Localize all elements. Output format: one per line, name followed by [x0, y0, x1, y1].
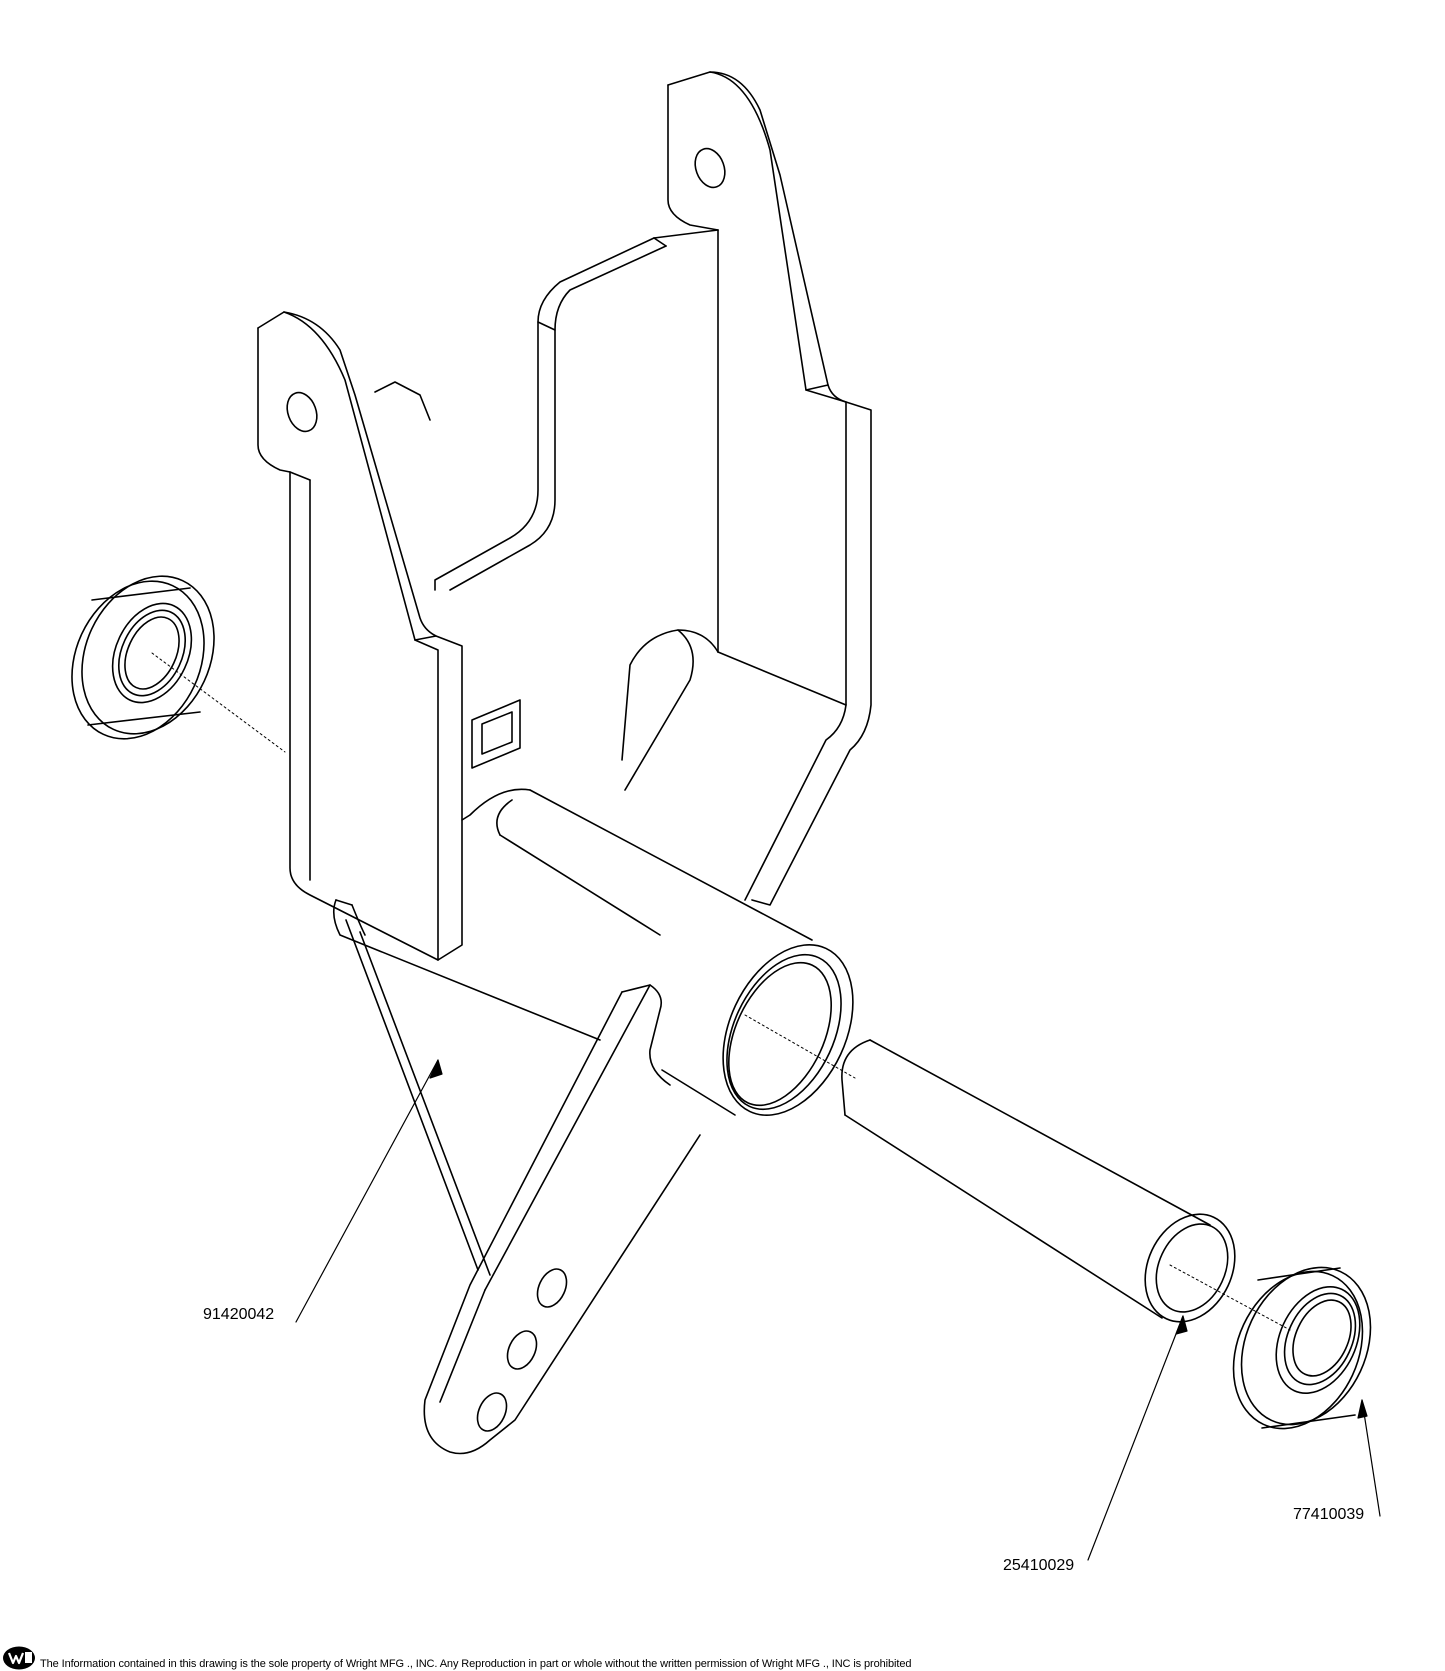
wright-logo-icon — [3, 1646, 35, 1670]
part-number-spacer: 25410029 — [1003, 1557, 1075, 1574]
spacer-tube — [842, 1040, 1252, 1337]
footer: The Information contained in this drawin… — [0, 1640, 1445, 1671]
assembly-axis-lines — [152, 653, 1290, 1330]
part-number-bearing: 77410039 — [1293, 1506, 1365, 1523]
leader-spacer — [1088, 1316, 1183, 1560]
bracket-frame — [258, 72, 879, 1454]
part-number-frame: 91420042 — [203, 1306, 275, 1323]
footer-disclaimer: The Information contained in this drawin… — [40, 1658, 912, 1670]
leader-bearing — [1362, 1400, 1380, 1516]
arrowhead-spacer — [1176, 1316, 1187, 1334]
leader-lines — [296, 1060, 1380, 1560]
leader-frame — [296, 1060, 438, 1322]
bearing-left — [47, 554, 239, 760]
arrowhead-frame — [430, 1060, 442, 1078]
arrowhead-bearing — [1358, 1400, 1367, 1418]
bearing-right — [1209, 1246, 1395, 1449]
